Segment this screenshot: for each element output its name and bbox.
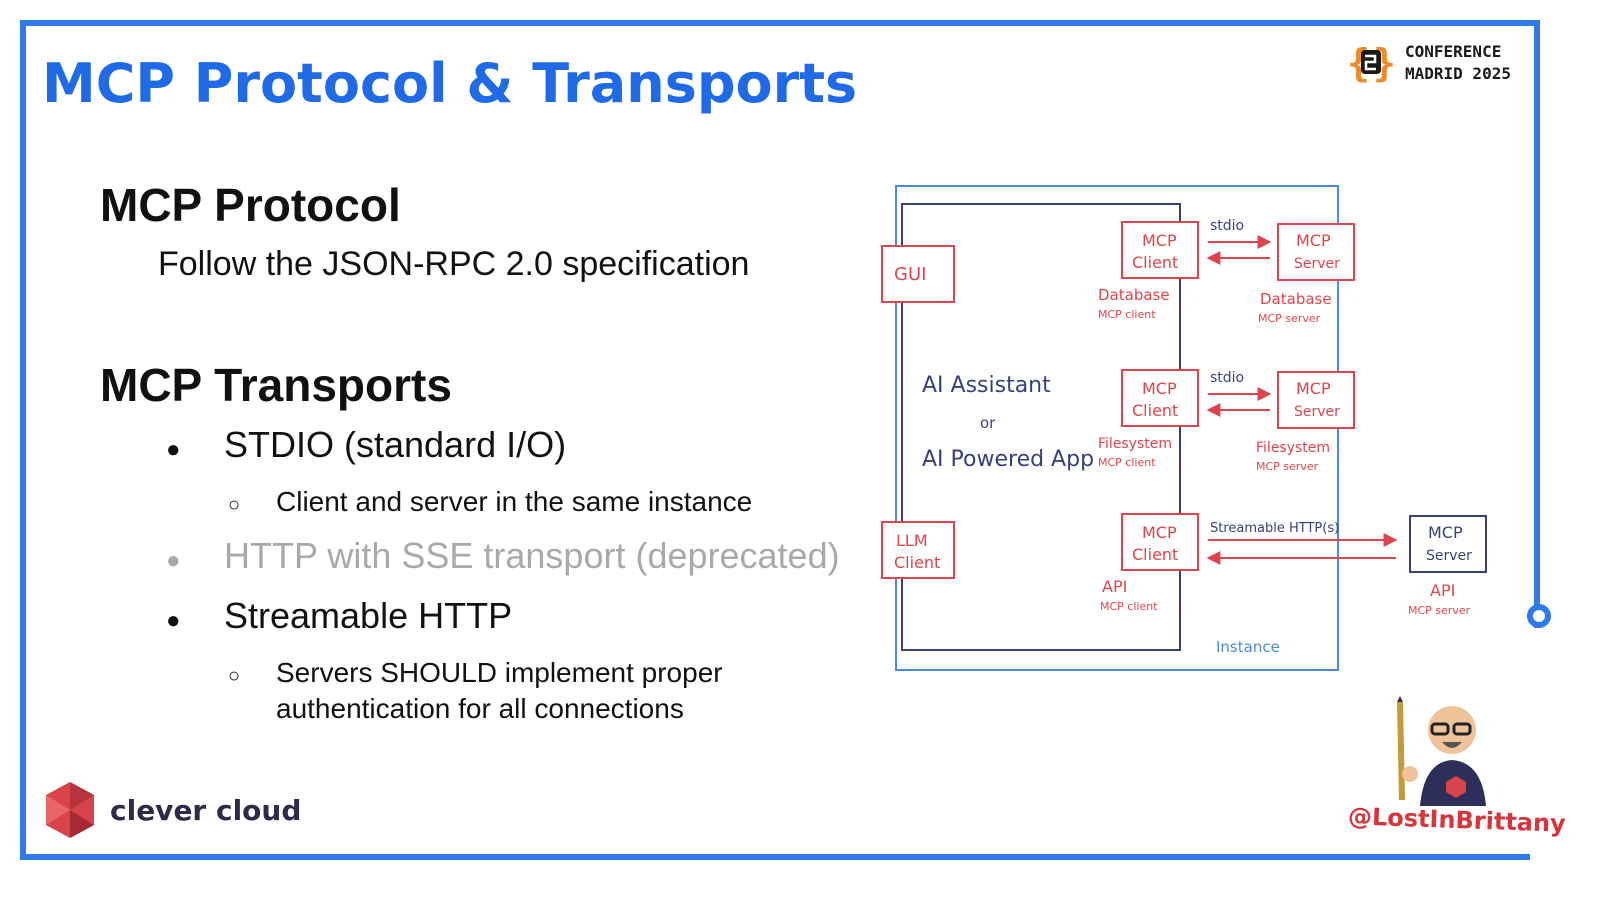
transport-label: Streamable HTTP xyxy=(224,595,513,636)
assistant-line2: AI Powered App xyxy=(922,447,1094,472)
bullet-dot-icon: ● xyxy=(166,436,181,463)
client-sub: MCP client xyxy=(1098,456,1156,469)
client-line2: Client xyxy=(1132,401,1178,420)
instance-label: Instance xyxy=(1216,638,1280,656)
bullet-dot-icon: ● xyxy=(166,607,181,634)
protocol-heading: MCP Protocol xyxy=(100,179,401,231)
transport-subitem: ○ Servers SHOULD implement proper authen… xyxy=(228,655,723,727)
architecture-diagram: Instance AI Assistant or AI Powered App … xyxy=(881,185,1487,671)
slide-frame xyxy=(20,20,1540,860)
protocol-text: Follow the JSON-RPC 2.0 specification xyxy=(158,245,750,283)
mcp-server-box xyxy=(1277,223,1355,281)
server-name: API xyxy=(1430,581,1455,600)
transport-item-streamable: ● Streamable HTTP xyxy=(166,595,512,637)
bullet-dot-icon: ● xyxy=(166,547,181,574)
llm-line1: LLM xyxy=(896,531,928,550)
mcp-server-box xyxy=(1277,371,1355,429)
frame-dot xyxy=(1527,604,1551,628)
assistant-or: or xyxy=(980,414,996,432)
server-line2: Server xyxy=(1294,256,1340,272)
transport-subitem: ○ Client and server in the same instance xyxy=(228,484,752,523)
transport-sublabel-line1: Servers SHOULD implement proper xyxy=(276,657,723,688)
assistant-line1: AI Assistant xyxy=(922,373,1051,398)
server-sub: MCP server xyxy=(1408,604,1471,617)
transport-label: STDIO (standard I/O) xyxy=(224,424,567,465)
client-name: Database xyxy=(1098,286,1170,304)
transport-label: stdio xyxy=(1210,370,1244,386)
client-line2: Client xyxy=(1132,545,1178,564)
transport-label: Streamable HTTP(s) xyxy=(1210,521,1339,536)
client-sub: MCP client xyxy=(1100,600,1158,613)
client-line1: MCP xyxy=(1142,379,1177,398)
server-line1: MCP xyxy=(1428,523,1463,542)
server-sub: MCP server xyxy=(1258,312,1321,325)
server-line1: MCP xyxy=(1296,231,1331,250)
mcp-server-box-external xyxy=(1409,515,1487,573)
clever-cloud-logo-icon xyxy=(46,782,94,838)
hollow-bullet-icon: ○ xyxy=(228,494,241,516)
mcp-client-box xyxy=(1121,369,1199,427)
transport-sublabel: Client and server in the same instance xyxy=(276,486,753,517)
client-sub: MCP client xyxy=(1098,308,1156,321)
server-line2: Server xyxy=(1426,548,1472,564)
client-line1: MCP xyxy=(1142,523,1177,542)
avatar-illustration xyxy=(1397,696,1486,806)
client-name: API xyxy=(1102,577,1127,596)
client-name: Filesystem xyxy=(1098,436,1172,452)
gui-box xyxy=(881,245,955,303)
slide-title: MCP Protocol & Transports xyxy=(42,52,858,115)
server-name: Filesystem xyxy=(1256,440,1330,456)
frame-gap xyxy=(1530,628,1546,868)
transport-sublabel-line2: authentication for all connections xyxy=(276,693,684,724)
transports-heading: MCP Transports xyxy=(100,359,452,411)
conference-badge: { } CONFERENCE MADRID 2025 xyxy=(1347,40,1511,86)
mcp-client-box xyxy=(1121,221,1199,279)
gui-label: GUI xyxy=(894,264,926,285)
server-line1: MCP xyxy=(1296,379,1331,398)
server-line2: Server xyxy=(1294,404,1340,420)
mcp-client-box xyxy=(1121,513,1199,571)
transport-item-stdio: ● STDIO (standard I/O) xyxy=(166,424,566,466)
transport-item-sse: ● HTTP with SSE transport (deprecated) xyxy=(166,535,840,577)
server-sub: MCP server xyxy=(1256,460,1319,473)
llm-line2: Client xyxy=(894,553,940,572)
transport-label: HTTP with SSE transport (deprecated) xyxy=(224,535,840,576)
llm-box xyxy=(881,521,955,579)
clever-cloud-brand: clever cloud xyxy=(42,780,301,840)
brand-name: clever cloud xyxy=(110,793,302,827)
transport-label: stdio xyxy=(1210,218,1244,234)
conference-logo-icon: { } xyxy=(1347,41,1396,85)
conference-line2: MADRID 2025 xyxy=(1405,64,1511,83)
client-line2: Client xyxy=(1132,253,1178,272)
hollow-bullet-icon: ○ xyxy=(228,665,241,687)
client-line1: MCP xyxy=(1142,231,1177,250)
instance-boundary xyxy=(895,185,1339,671)
server-name: Database xyxy=(1260,290,1332,308)
conference-line1: CONFERENCE xyxy=(1405,42,1502,61)
